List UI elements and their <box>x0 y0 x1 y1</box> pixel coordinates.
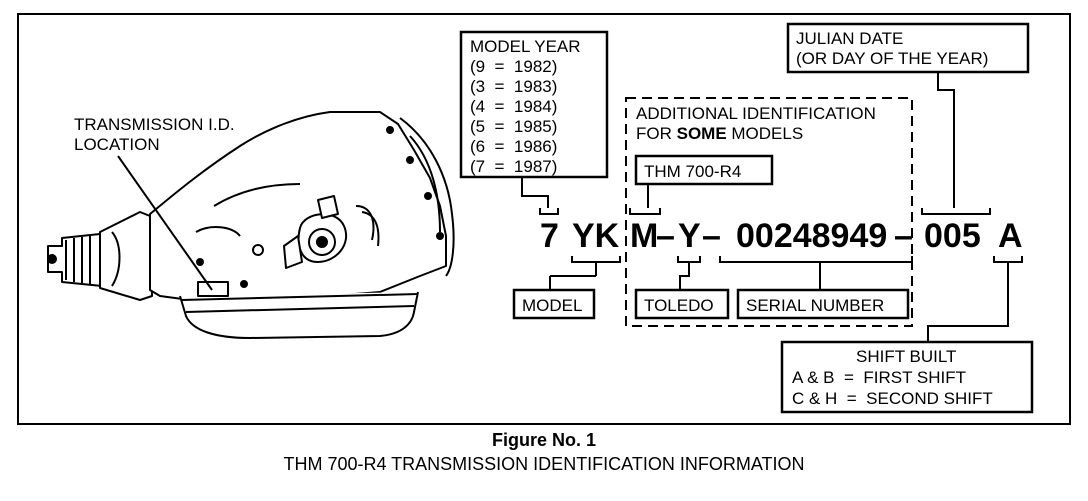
code-model-suffix: M <box>630 217 658 255</box>
id-code-line: 7 YK M – Y – 00248949 – 005 A <box>539 208 1023 342</box>
code-julian: 005 <box>924 217 981 255</box>
code-serial: 00248949 <box>736 217 887 255</box>
shift-bracket-bottom <box>993 256 1023 263</box>
code-dash-1: – <box>656 217 675 255</box>
year-bracket-top <box>539 208 559 215</box>
code-dash-3: – <box>894 217 913 255</box>
model-year-row-1: (9 = 1982) <box>470 57 557 76</box>
model-year-row-6: (7 = 1987) <box>470 157 557 176</box>
transmission-id-leader <box>117 155 213 291</box>
toledo-box <box>634 288 730 320</box>
julian-bracket-top <box>921 208 991 215</box>
shift-built-box <box>780 340 1034 414</box>
julian-date-leader <box>937 72 955 208</box>
model-year-box <box>459 30 609 179</box>
figure-subtitle: THM 700-R4 TRANSMISSION IDENTIFICATION I… <box>283 454 804 474</box>
plant-bracket-bottom <box>677 256 701 263</box>
shift-built-row-1: A & B = FIRST SHIFT <box>792 368 966 387</box>
serial-number-box <box>736 288 910 320</box>
transmission-id-label-line1: TRANSMISSION I.D. <box>74 115 235 134</box>
code-year: 7 <box>540 217 559 255</box>
model-year-title: MODEL YEAR <box>470 37 581 56</box>
code-dash-2: – <box>702 217 721 255</box>
code-shift: A <box>998 217 1023 255</box>
serial-number-box-label: SERIAL NUMBER <box>746 296 884 315</box>
code-model: YK <box>572 217 620 255</box>
additional-id-line2: FOR SOME MODELS <box>636 124 803 143</box>
model-year-row-3: (4 = 1984) <box>470 97 557 116</box>
serial-bracket-bottom <box>719 256 913 263</box>
additional-id-dashed-box <box>625 97 913 327</box>
code-plant: Y <box>678 217 701 255</box>
suffix-bracket-top <box>629 208 661 215</box>
toledo-box-label: TOLEDO <box>644 296 714 315</box>
julian-date-line1: JULIAN DATE <box>796 29 903 48</box>
model-year-row-2: (3 = 1983) <box>470 77 557 96</box>
model-year-row-4: (5 = 1985) <box>470 117 557 136</box>
transmission-id-label-line2: LOCATION <box>74 135 160 154</box>
model-box-label: MODEL <box>522 296 582 315</box>
figure-frame <box>17 13 1071 425</box>
shift-built-title: SHIFT BUILT <box>856 347 956 366</box>
julian-date-box <box>786 22 1030 74</box>
model-bracket-bottom <box>571 256 621 263</box>
thm-box-label: THM 700-R4 <box>644 162 741 181</box>
model-year-leader <box>521 177 549 208</box>
julian-date-line2: (OR DAY OF THE YEAR) <box>796 49 988 68</box>
figure-title: Figure No. 1 <box>492 430 596 450</box>
additional-id-line1: ADDITIONAL IDENTIFICATION <box>636 104 876 123</box>
toledo-leader <box>679 262 690 290</box>
model-box <box>512 288 596 320</box>
model-year-row-5: (6 = 1986) <box>470 137 557 156</box>
shift-leader <box>927 262 1009 342</box>
shift-built-row-2: C & H = SECOND SHIFT <box>792 389 993 408</box>
thm-box <box>634 154 774 186</box>
transmission-illustration <box>47 111 455 339</box>
